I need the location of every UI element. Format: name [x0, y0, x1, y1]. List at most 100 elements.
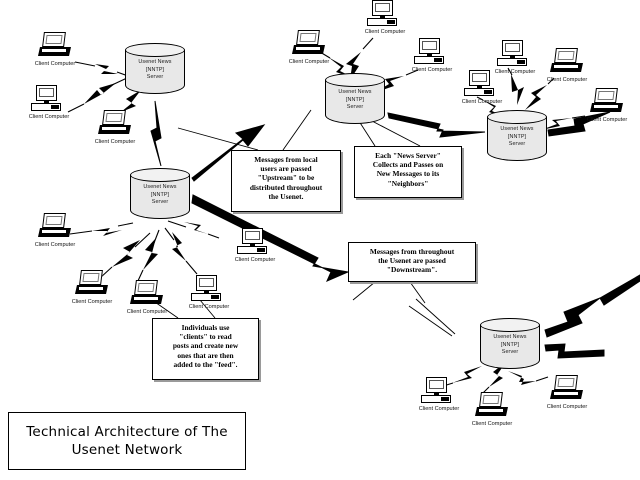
client-label: Client Computer [418, 406, 460, 412]
laptop-base-icon [292, 45, 325, 54]
monitor-stand [434, 393, 439, 395]
client-computer-icon [464, 70, 500, 98]
client-label: Client Computer [288, 59, 330, 65]
client-label: Client Computer [461, 99, 503, 105]
client-computer-icon [367, 0, 403, 28]
callout-line: "clients" to read [179, 332, 232, 342]
client-computer-icon [74, 270, 110, 298]
client-5: Client Computer [55, 270, 129, 306]
server-label-line-3: Server [508, 141, 526, 148]
laptop-base-icon [98, 125, 131, 134]
client-computer-icon [474, 392, 510, 420]
callout-line: "Upstream" to be [257, 173, 315, 183]
server-label-line-3: Server [501, 349, 519, 356]
callout-line: "Neighbors" [387, 178, 429, 188]
monitor-screen [472, 73, 487, 82]
callout-line: "Downstream". [386, 265, 438, 275]
page-title: Technical Architecture of The Usenet Net… [26, 423, 227, 459]
desktop-monitor-icon [196, 275, 217, 291]
computer-case-icon [414, 56, 444, 64]
client-computer-icon [31, 85, 67, 113]
client-16: Client Computer [402, 377, 476, 413]
client-computer-icon [97, 110, 133, 138]
server-label-line-2: [NNTP] [507, 133, 527, 140]
monitor-screen [505, 43, 520, 52]
server-top-left: Usenet News[NNTP]Server [125, 43, 187, 101]
laptop-base-icon [590, 103, 623, 112]
computer-case-icon [497, 58, 527, 66]
client-8: Client Computer [218, 228, 292, 264]
computer-case-icon [237, 246, 267, 254]
server-label-line-3: Server [146, 74, 164, 81]
client-10: Client Computer [348, 0, 422, 36]
monitor-screen [199, 278, 214, 287]
monitor-stand [380, 16, 385, 18]
server-label-line-2: [NNTP] [145, 66, 165, 73]
computer-case-icon [191, 293, 221, 301]
monitor-screen [375, 3, 390, 12]
server-label-line-1: Usenet News [138, 59, 172, 65]
client-computer-icon [129, 280, 165, 308]
client-computer-icon [191, 275, 227, 303]
callout-line: added to the "feed". [173, 359, 238, 369]
client-14: Client Computer [530, 48, 604, 84]
client-label: Client Computer [546, 404, 588, 410]
laptop-base-icon [75, 285, 108, 294]
client-9: Client Computer [272, 30, 346, 66]
callout-news-server: Each "News Server"Collects and Passes on… [354, 146, 462, 198]
desktop-monitor-icon [502, 40, 523, 56]
cylinder-top [480, 318, 540, 332]
client-label: Client Computer [28, 114, 70, 120]
cylinder-top [487, 110, 547, 124]
diagram-title-box: Technical Architecture of The Usenet Net… [8, 412, 246, 470]
laptop-base-icon [475, 407, 508, 416]
laptop-base-icon [130, 295, 163, 304]
monitor-stand [250, 244, 255, 246]
monitor-screen [245, 231, 260, 240]
client-17: Client Computer [455, 392, 529, 428]
cylinder-body [125, 50, 185, 94]
callout-line: the Usenet are passed [378, 256, 446, 266]
laptop-base-icon [38, 228, 71, 237]
callout-line: posts and create new [172, 341, 239, 351]
callout-line: Each "News Server" [375, 151, 441, 160]
client-4: Client Computer [18, 213, 92, 249]
server-label-line-1: Usenet News [500, 126, 534, 132]
callout-line: Messages from local [254, 155, 318, 164]
cylinder-top [130, 168, 190, 182]
server-label-line-3: Server [346, 104, 364, 111]
server-label-line-1: Usenet News [493, 334, 527, 340]
server-label-line-2: [NNTP] [150, 191, 170, 198]
server-label: Usenet News[NNTP]Server [480, 334, 540, 357]
monitor-stand [427, 54, 432, 56]
server-label-line-3: Server [151, 199, 169, 206]
callout-line: ones that are then [177, 350, 234, 360]
client-computer-icon [291, 30, 327, 58]
client-label: Client Computer [34, 61, 76, 67]
monitor-stand [204, 291, 209, 293]
client-label: Client Computer [234, 257, 276, 263]
client-3: Client Computer [78, 110, 152, 146]
client-label: Client Computer [34, 242, 76, 248]
server-top-center: Usenet News[NNTP]Server [325, 73, 387, 131]
client-label: Client Computer [94, 139, 136, 145]
server-bottom-right: Usenet News[NNTP]Server [480, 318, 542, 376]
cylinder-body [325, 80, 385, 124]
server-label: Usenet News[NNTP]Server [325, 89, 385, 112]
desktop-monitor-icon [469, 70, 490, 86]
cylinder-body [487, 117, 547, 161]
desktop-monitor-icon [36, 85, 57, 101]
server-top-right: Usenet News[NNTP]Server [487, 110, 549, 168]
server-label-line-2: [NNTP] [345, 96, 365, 103]
client-computer-icon [421, 377, 457, 405]
server-label: Usenet News[NNTP]Server [125, 59, 185, 82]
client-11: Client Computer [395, 38, 469, 74]
computer-case-icon [367, 18, 397, 26]
client-computer-icon [549, 375, 585, 403]
client-computer-icon [237, 228, 273, 256]
monitor-stand [510, 56, 515, 58]
cylinder-top [325, 73, 385, 87]
